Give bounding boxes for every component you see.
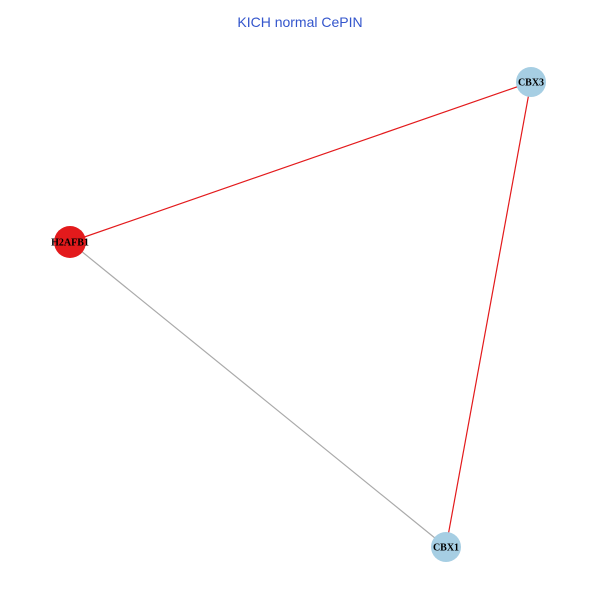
node-label-CBX1: CBX1	[433, 543, 459, 554]
node-label-CBX3: CBX3	[518, 78, 544, 89]
node-CBX3: CBX3	[516, 67, 546, 97]
edge-H2AFB1-CBX1	[69, 241, 447, 548]
node-label-H2AFB1: H2AFB1	[51, 238, 89, 249]
node-circle-CBX3	[516, 67, 546, 97]
node-circle-H2AFB1	[54, 226, 86, 258]
node-circle-CBX1	[431, 532, 461, 562]
edge-H2AFB1-CBX3	[69, 81, 532, 243]
plot-title: KICH normal CePIN	[237, 14, 363, 30]
node-H2AFB1: H2AFB1	[51, 226, 89, 258]
edge-CBX3-CBX1	[445, 81, 532, 548]
node-CBX1: CBX1	[431, 532, 461, 562]
